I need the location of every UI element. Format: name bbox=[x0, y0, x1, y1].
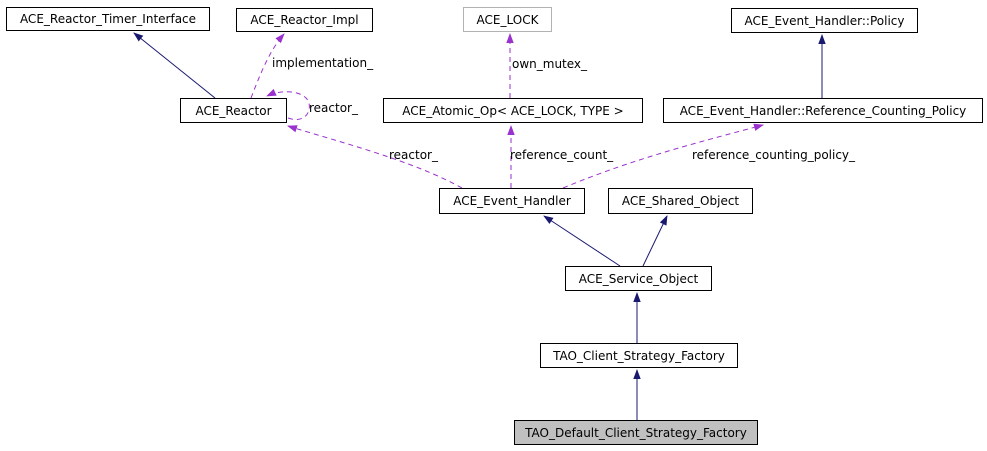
node-ace-shared-object[interactable]: ACE_Shared_Object bbox=[608, 188, 753, 214]
node-ace-event-handler[interactable]: ACE_Event_Handler bbox=[439, 188, 585, 214]
edge-label-own-mutex: own_mutex_ bbox=[512, 57, 588, 71]
edge-usage-implementation bbox=[250, 33, 285, 99]
edge-usage-reference-counting-policy bbox=[562, 123, 764, 189]
node-ace-atomic-op[interactable]: ACE_Atomic_Op< ACE_LOCK, TYPE > bbox=[383, 98, 643, 123]
edge-inheritance-reactor-to-timer-interface bbox=[133, 32, 216, 99]
node-ace-service-object[interactable]: ACE_Service_Object bbox=[565, 266, 712, 291]
edge-label-reference-counting-policy: reference_counting_policy_ bbox=[692, 148, 856, 162]
edge-inheritance-serviceobject-to-eventhandler bbox=[543, 215, 621, 267]
edge-usage-reactor-from-eventhandler bbox=[287, 125, 463, 189]
edge-inheritance-serviceobject-to-sharedobject bbox=[642, 215, 668, 267]
edge-label-reference-count: reference_count_ bbox=[510, 148, 614, 162]
node-ace-reactor-timer-interface[interactable]: ACE_Reactor_Timer_Interface bbox=[6, 7, 210, 31]
edge-label-reactor-self: reactor_ bbox=[309, 101, 358, 115]
node-ace-lock[interactable]: ACE_LOCK bbox=[463, 7, 552, 32]
edge-label-reactor-from-event-handler: reactor_ bbox=[389, 148, 438, 162]
node-ace-reactor[interactable]: ACE_Reactor bbox=[180, 98, 287, 123]
node-ace-reactor-impl[interactable]: ACE_Reactor_Impl bbox=[236, 8, 373, 32]
node-tao-default-client-strategy-factory: TAO_Default_Client_Strategy_Factory bbox=[514, 420, 758, 445]
node-ace-event-handler-reference-counting-policy[interactable]: ACE_Event_Handler::Reference_Counting_Po… bbox=[663, 98, 983, 123]
node-tao-client-strategy-factory[interactable]: TAO_Client_Strategy_Factory bbox=[540, 343, 738, 368]
node-ace-event-handler-policy[interactable]: ACE_Event_Handler::Policy bbox=[731, 8, 918, 33]
edge-label-implementation: implementation_ bbox=[272, 56, 374, 70]
edge-usage-reactor-self-loop bbox=[266, 88, 310, 120]
